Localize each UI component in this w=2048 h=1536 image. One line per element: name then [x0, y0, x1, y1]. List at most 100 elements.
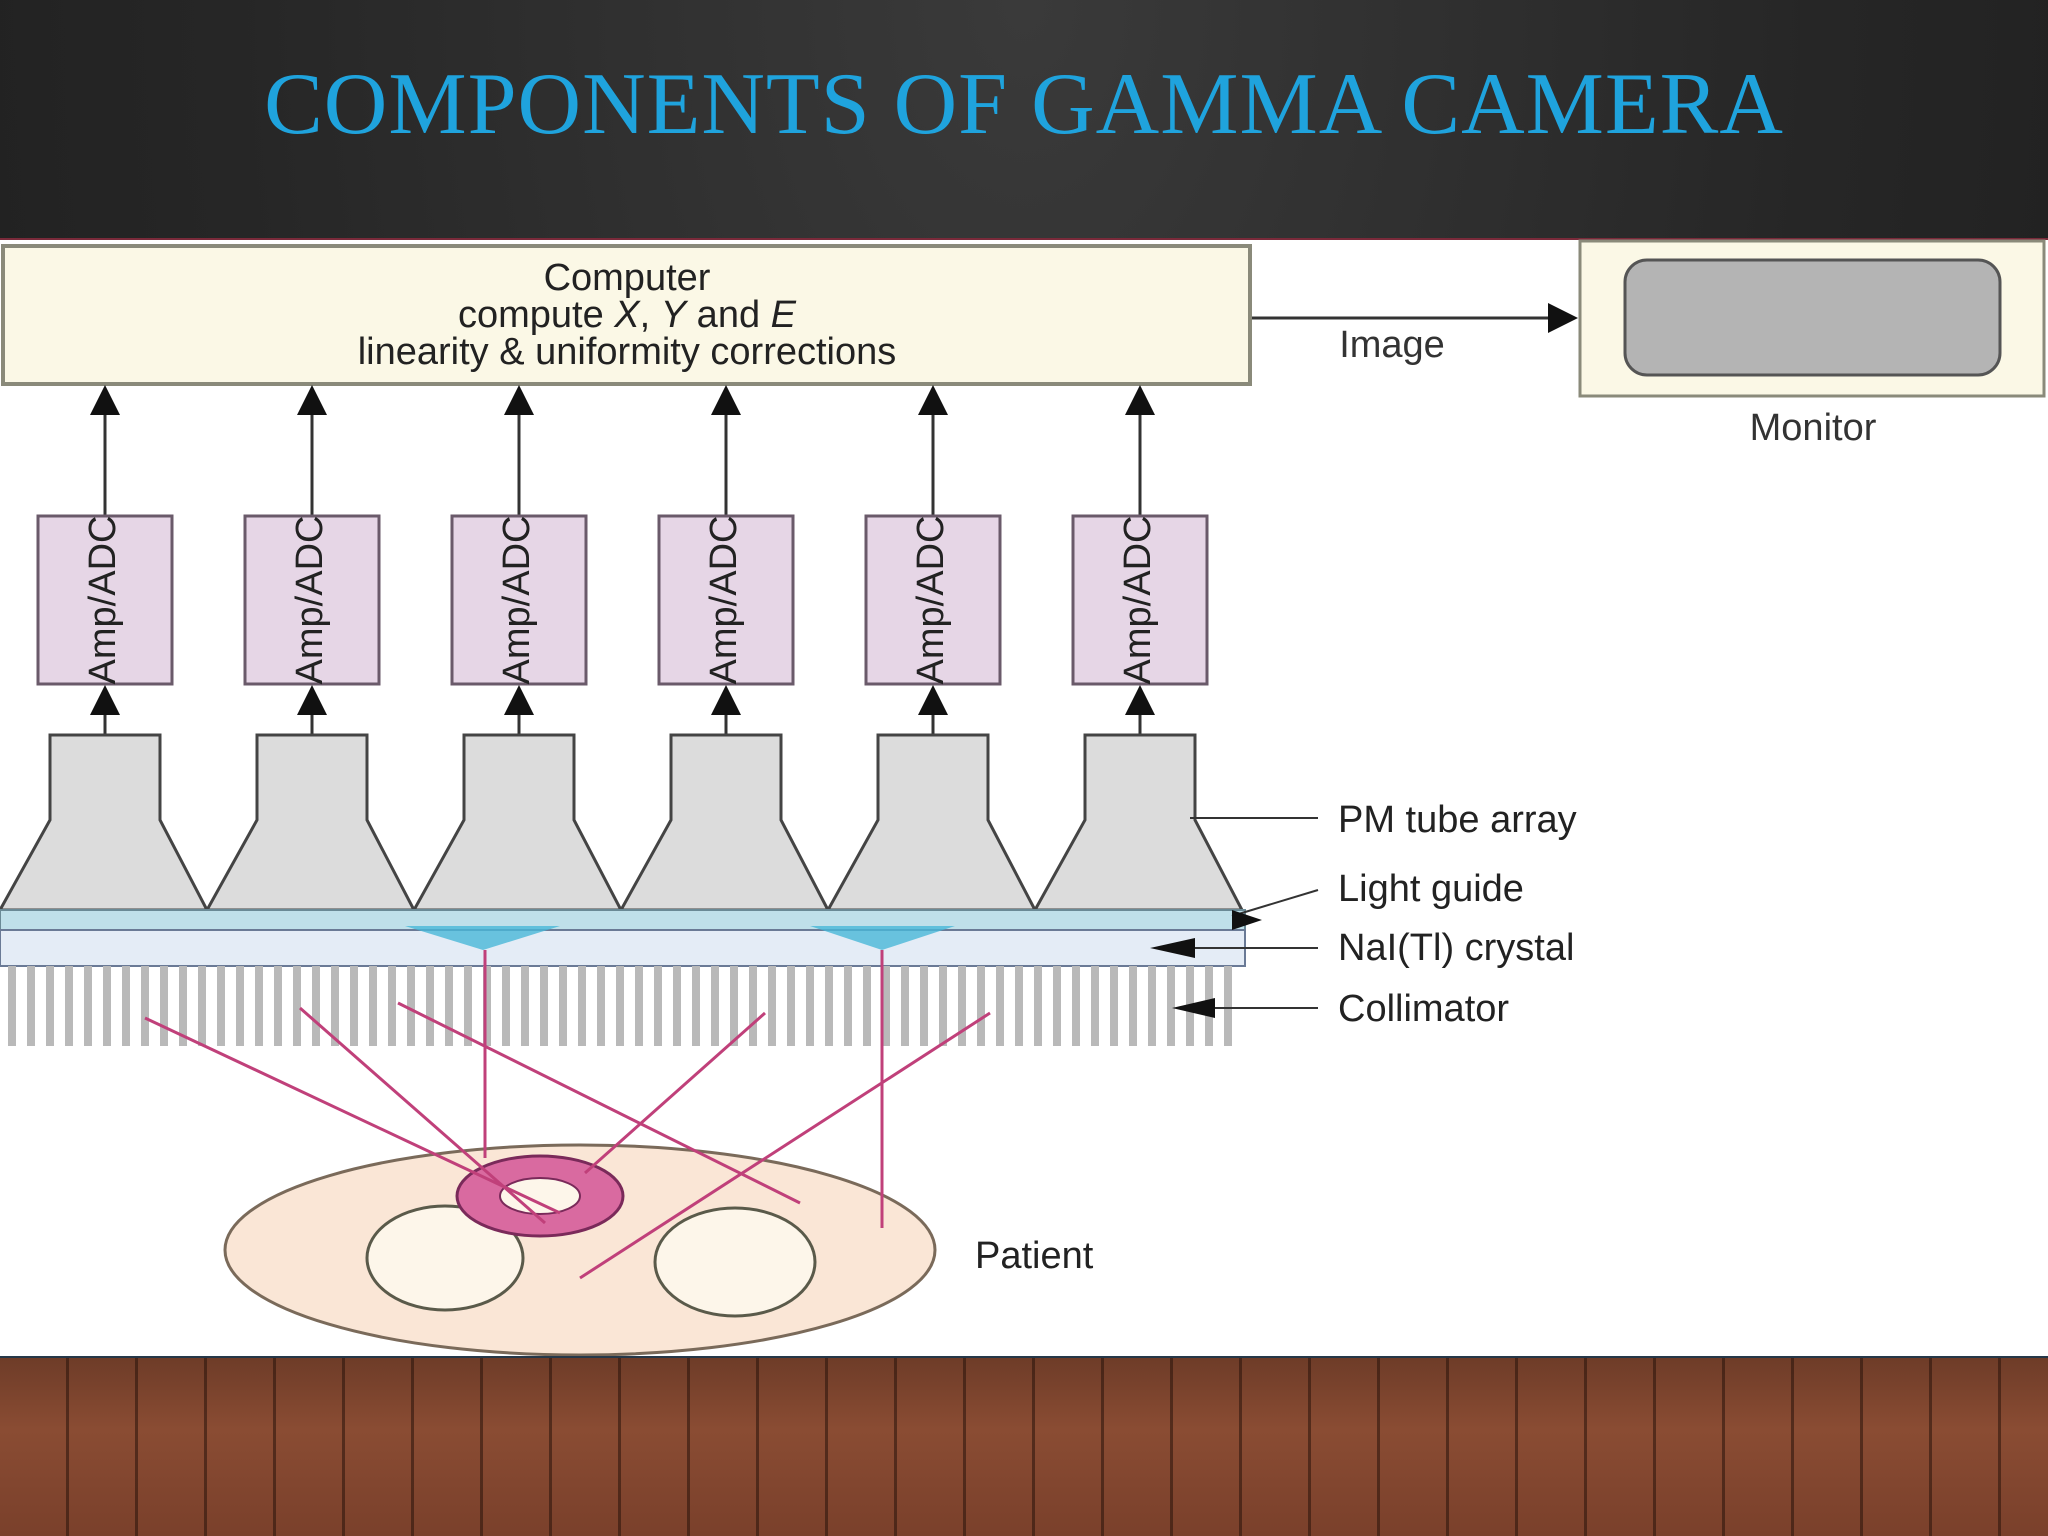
collimator-septum: [521, 966, 529, 1046]
computer-line-2-sep: ,: [640, 294, 661, 336]
collimator-septum: [787, 966, 795, 1046]
amp-adc-box: Amp/ADC: [864, 514, 1002, 686]
monitor-screen: [1623, 258, 2002, 377]
collimator-septum: [1034, 966, 1042, 1046]
collimator-label: Collimator: [1338, 988, 1509, 1030]
patient-label: Patient: [975, 1235, 1094, 1277]
collimator-septum: [407, 966, 415, 1046]
amp-adc-row: Amp/ADC Amp/ADC Amp/ADC Amp/ADC Amp/ADC Amp/A…: [36, 514, 1209, 686]
collimator-septum: [825, 966, 833, 1046]
computer-line-1: Computer: [544, 257, 711, 299]
computer-line-2-x: X: [613, 294, 641, 336]
amp-adc-label: Amp/ADC: [1117, 516, 1159, 685]
collimator-septum: [46, 966, 54, 1046]
computer-box: Computer compute X, Y and E linearity & …: [1, 244, 1252, 386]
collimator-septum: [730, 966, 738, 1046]
image-label: Image: [1339, 324, 1445, 366]
amp-adc-label: Amp/ADC: [82, 516, 124, 685]
collimator-septum: [293, 966, 301, 1046]
collimator-septum: [654, 966, 662, 1046]
nai-crystal: [0, 929, 1246, 967]
collimator-septum: [844, 966, 852, 1046]
monitor-label: Monitor: [1750, 407, 1877, 449]
patient-organ-right: [653, 1206, 817, 1318]
light-guide: [0, 909, 1246, 931]
collimator-septum: [103, 966, 111, 1046]
amp-adc-label: Amp/ADC: [910, 516, 952, 685]
collimator-septum: [540, 966, 548, 1046]
collimator-septum: [426, 966, 434, 1046]
collimator-septum: [388, 966, 396, 1046]
collimator-septum: [27, 966, 35, 1046]
collimator-septum: [1224, 966, 1232, 1046]
collimator-septum: [806, 966, 814, 1046]
collimator-septum: [369, 966, 377, 1046]
collimator-septum: [958, 966, 966, 1046]
collimator-pointer: [1172, 998, 1215, 1018]
amp-adc-box: Amp/ADC: [657, 514, 795, 686]
collimator-septum: [977, 966, 985, 1046]
collimator-septum: [1053, 966, 1061, 1046]
collimator-septum: [65, 966, 73, 1046]
collimator-septum: [1148, 966, 1156, 1046]
collimator-septum: [996, 966, 1004, 1046]
slide-title: COMPONENTS OF GAMMA CAMERA: [264, 56, 1784, 153]
collimator-septum: [578, 966, 586, 1046]
collimator-septum: [160, 966, 168, 1046]
hot-spot-center: [499, 1177, 581, 1215]
collimator-septum: [768, 966, 776, 1046]
collimator-septum: [445, 966, 453, 1046]
computer-line-2-and: and: [686, 294, 771, 336]
computer-line-3: linearity & uniformity corrections: [358, 331, 897, 373]
scintillation-flash-right: [810, 926, 955, 950]
amp-adc-label: Amp/ADC: [703, 516, 745, 685]
collimator-septum: [141, 966, 149, 1046]
collimator-septum: [84, 966, 92, 1046]
computer-line-2-prefix: compute: [458, 294, 614, 336]
monitor: [1578, 239, 2046, 398]
collimator-septum: [920, 966, 928, 1046]
pm-to-amp-arrows: [90, 685, 1155, 735]
collimator-septum: [673, 966, 681, 1046]
collimator-septum: [350, 966, 358, 1046]
gamma-camera-diagram: Computer compute X, Y and E linearity & …: [0, 238, 2048, 1356]
collimator-septum: [692, 966, 700, 1046]
collimator-septum: [312, 966, 320, 1046]
collimator-septum: [559, 966, 567, 1046]
collimator-septum: [597, 966, 605, 1046]
crystal-label: NaI(Tl) crystal: [1338, 927, 1574, 969]
collimator-septum: [711, 966, 719, 1046]
patient-organ-left: [365, 1204, 525, 1312]
collimator-septum: [255, 966, 263, 1046]
collimator-septum: [179, 966, 187, 1046]
collimator-septum: [1129, 966, 1137, 1046]
patient: [223, 1143, 937, 1356]
amp-adc-label: Amp/ADC: [496, 516, 538, 685]
amp-adc-box: Amp/ADC: [1071, 514, 1209, 686]
amp-to-computer-arrows: [90, 385, 1155, 516]
amp-adc-box: Amp/ADC: [243, 514, 381, 686]
collimator-septum: [236, 966, 244, 1046]
collimator-septum: [331, 966, 339, 1046]
collimator-septum: [616, 966, 624, 1046]
light-guide-pointer: [1232, 910, 1262, 930]
collimator-septum: [122, 966, 130, 1046]
scintillation-flash-left: [405, 926, 560, 950]
collimator-septum: [635, 966, 643, 1046]
computer-line-2: compute X, Y and E: [458, 294, 797, 336]
collimator-septum: [1072, 966, 1080, 1046]
collimator-septum: [274, 966, 282, 1046]
wood-floor: [0, 1358, 2048, 1536]
collimator-septum: [217, 966, 225, 1046]
collimator-septum: [863, 966, 871, 1046]
collimator-septum: [1091, 966, 1099, 1046]
collimator-septum: [1167, 966, 1175, 1046]
crystal-pointer: [1150, 938, 1195, 958]
computer-line-2-e: E: [771, 294, 797, 336]
collimator-septum: [198, 966, 206, 1046]
amp-adc-box: Amp/ADC: [450, 514, 588, 686]
collimator-septum: [8, 966, 16, 1046]
gamma-rays: [144, 950, 991, 1280]
light-guide-label: Light guide: [1338, 868, 1524, 910]
